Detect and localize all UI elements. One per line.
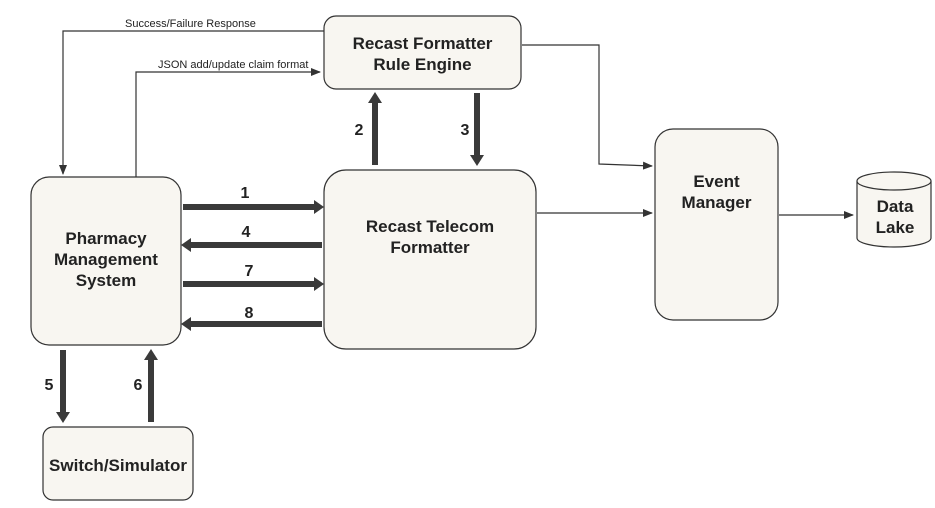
step-6-arrow <box>144 349 158 422</box>
success-failure-connector <box>59 30 324 175</box>
data-lake-label-line-1: Data <box>877 197 914 216</box>
step-5-arrow <box>56 350 70 423</box>
step-2-label: 2 <box>355 122 364 139</box>
pms-label-line-3: System <box>76 271 136 290</box>
step-2-arrow <box>368 92 382 165</box>
rule-engine-node: Recast Formatter Rule Engine <box>323 15 522 90</box>
step-7-label: 7 <box>245 263 254 280</box>
pms-label-line-2: Management <box>54 250 158 269</box>
step-1-label: 1 <box>241 185 250 202</box>
thin-connectors <box>59 30 854 219</box>
event-manager-node: Event Manager <box>654 128 779 321</box>
pharmacy-management-system-node: Pharmacy Management System <box>30 176 182 346</box>
telecom-label-line-2: Formatter <box>390 238 470 257</box>
rule-engine-label-line-2: Rule Engine <box>373 55 471 74</box>
switch-simulator-node: Switch/Simulator <box>42 426 194 501</box>
event-manager-label-line-2: Manager <box>682 193 752 212</box>
pms-label-line-1: Pharmacy <box>65 229 147 248</box>
step-3-arrow <box>470 93 484 166</box>
step-3-label: 3 <box>461 122 470 139</box>
switch-simulator-label: Switch/Simulator <box>49 456 187 475</box>
event-manager-label-line-1: Event <box>693 172 740 191</box>
json-claim-connector <box>135 68 321 178</box>
step-1-arrow <box>183 200 324 214</box>
step-8-arrow <box>181 317 322 331</box>
success-failure-label: Success/Failure Response <box>125 18 256 30</box>
step-7-arrow <box>183 277 324 291</box>
telecom-formatter-node: Recast Telecom Formatter <box>323 169 537 350</box>
step-8-label: 8 <box>245 305 254 322</box>
step-4-arrow <box>181 238 322 252</box>
step-arrows <box>56 92 484 423</box>
json-claim-label: JSON add/update claim format <box>158 59 308 71</box>
telecom-label-line-1: Recast Telecom <box>366 217 494 236</box>
step-5-label: 5 <box>45 377 54 394</box>
data-lake-label-line-2: Lake <box>876 218 915 237</box>
step-6-label: 6 <box>134 377 143 394</box>
rule-engine-label-line-1: Recast Formatter <box>353 34 493 53</box>
step-4-label: 4 <box>242 224 251 241</box>
data-lake-node: Data Lake <box>856 171 932 248</box>
rule-engine-to-event-manager-connector <box>522 44 653 170</box>
